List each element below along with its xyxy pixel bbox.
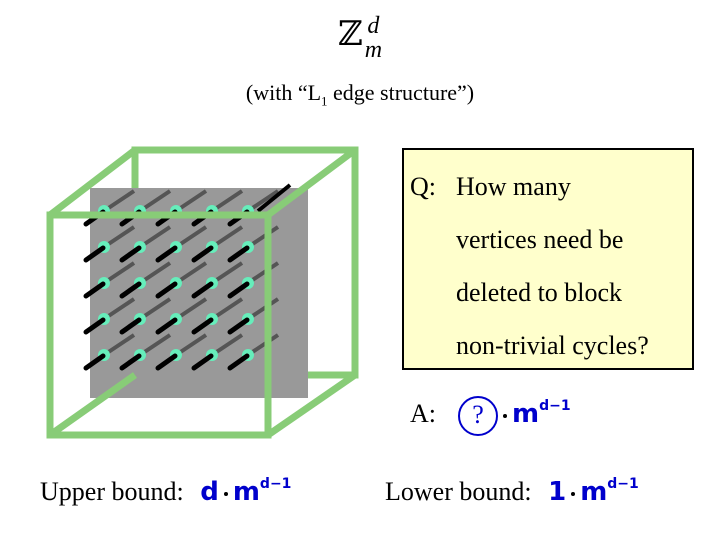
upper-bound-exponent: d−1 bbox=[259, 476, 292, 492]
lattice-back-edge bbox=[138, 189, 172, 213]
lattice-front-edge bbox=[191, 281, 214, 299]
lower-bound-coef: 1 bbox=[548, 477, 567, 507]
upper-bound-term: m bbox=[232, 477, 260, 507]
lattice-back-edge bbox=[256, 183, 292, 213]
lattice-back-edge bbox=[138, 297, 172, 321]
times-dot bbox=[503, 414, 507, 418]
answer: A:? md−1 bbox=[410, 396, 571, 436]
lattice-front-edge bbox=[191, 245, 214, 263]
lattice-back-edge bbox=[210, 261, 244, 285]
lattice-back-edge bbox=[246, 189, 280, 213]
lattice-front-edge bbox=[155, 245, 178, 263]
lower-bound-term: m bbox=[580, 477, 608, 507]
question-box: Q: How many vertices need be deleted to … bbox=[402, 148, 694, 370]
lattice-back-edge bbox=[174, 297, 208, 321]
lattice-back-edge bbox=[210, 333, 244, 357]
lattice-front-edge bbox=[155, 281, 178, 299]
upper-bound-label: Upper bound: bbox=[40, 477, 184, 506]
lattice-back-edge bbox=[246, 333, 280, 357]
lattice-front-edge bbox=[119, 245, 142, 263]
lower-bound-exponent: d−1 bbox=[607, 476, 639, 492]
subtitle-suffix: edge structure”) bbox=[327, 80, 475, 105]
lattice-back-edge bbox=[210, 297, 244, 321]
lattice-back-edge bbox=[246, 261, 280, 285]
question-line-3: deleted to block bbox=[456, 278, 623, 307]
lattice-back-edge bbox=[102, 333, 136, 357]
lattice-front-edge bbox=[227, 353, 250, 371]
lattice-back-edge bbox=[210, 189, 244, 213]
lattice-front-edge bbox=[83, 281, 106, 299]
lattice-front-edge bbox=[227, 281, 250, 299]
unknown-circle: ? bbox=[458, 396, 498, 436]
lattice-back-edge bbox=[246, 225, 280, 249]
subtitle: (with “L1 edge structure”) bbox=[0, 80, 720, 109]
lattice-back-edge bbox=[102, 189, 136, 213]
cube-edge-top-left bbox=[47, 147, 138, 218]
lattice-back-edge bbox=[102, 261, 136, 285]
lattice-back-edge bbox=[138, 261, 172, 285]
upper-bound-coef: d bbox=[200, 477, 219, 507]
lattice-front-edge bbox=[119, 281, 142, 299]
cube-edge-bottom-right bbox=[266, 372, 357, 438]
question-line-2: vertices need be bbox=[456, 225, 624, 254]
lattice-front-edge bbox=[155, 317, 178, 335]
answer-exponent: d−1 bbox=[539, 397, 571, 414]
lattice-back-edge bbox=[174, 261, 208, 285]
lattice-cube-diagram bbox=[46, 146, 359, 439]
lattice-back-edge bbox=[210, 225, 244, 249]
times-dot bbox=[571, 492, 576, 497]
lattice-front-edge bbox=[191, 353, 214, 371]
lower-bound-label: Lower bound: bbox=[385, 477, 532, 506]
answer-label: A: bbox=[410, 398, 436, 428]
cube-edge-top-right bbox=[265, 147, 358, 218]
lattice-back-edge bbox=[246, 297, 280, 321]
lattice-front-edge bbox=[83, 245, 106, 263]
lattice-front-edge bbox=[191, 317, 214, 335]
lattice-back-edge bbox=[174, 189, 208, 213]
answer-term: m bbox=[512, 398, 540, 429]
lattice-back-edge bbox=[138, 333, 172, 357]
subtitle-prefix: (with “L bbox=[245, 80, 322, 105]
title-base: ℤ bbox=[337, 14, 363, 54]
lattice-back-edge bbox=[102, 297, 136, 321]
lattice-front-edge bbox=[83, 317, 106, 335]
lattice-front-edge bbox=[227, 317, 250, 335]
cube-edge-bottom-left bbox=[47, 372, 138, 438]
title-sub: m bbox=[364, 37, 383, 63]
lattice-front-edge bbox=[227, 245, 250, 263]
cube-front-square bbox=[46, 211, 272, 439]
subtitle-sub: 1 bbox=[321, 93, 328, 109]
cube-front-face bbox=[46, 147, 358, 439]
times-dot bbox=[223, 492, 228, 497]
lattice-front-edge bbox=[119, 353, 142, 371]
title-sup: d bbox=[367, 13, 380, 39]
lattice-back-edge bbox=[174, 225, 208, 249]
question-line-1: How many bbox=[456, 172, 571, 201]
lattice-back-edge bbox=[102, 225, 136, 249]
question-line-4: non-trivial cycles? bbox=[456, 331, 649, 360]
lattice-front-edge bbox=[155, 353, 178, 371]
lattice-front-edge bbox=[83, 353, 106, 371]
lattice-back-edge bbox=[174, 333, 208, 357]
lattice-front-edge bbox=[119, 317, 142, 335]
lattice-back-edge bbox=[138, 225, 172, 249]
question-label: Q: bbox=[410, 172, 436, 201]
